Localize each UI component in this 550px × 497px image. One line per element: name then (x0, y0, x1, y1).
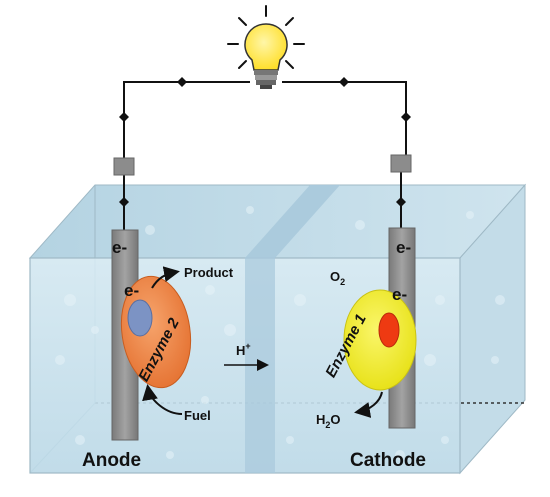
enzyme-1-body (343, 289, 417, 391)
fuel-arrow (142, 384, 183, 415)
membrane-top (245, 185, 340, 258)
diamond-marker-icon (119, 77, 411, 207)
fuel-label: Fuel (184, 408, 211, 423)
light-bulb-icon (227, 5, 305, 89)
anode-label: Anode (82, 450, 141, 471)
enzyme-2: Enzyme 2 (120, 275, 192, 389)
oxygen-label: O2 (330, 269, 345, 287)
enzyme-2-active-site (127, 299, 153, 337)
anode-top-electron: e- (112, 238, 127, 257)
product-arrow (151, 266, 180, 289)
cathode-top-electron: e- (396, 238, 411, 257)
terminal-blocks (113, 154, 412, 176)
proton-label: H+ (236, 341, 251, 358)
product-label: Product (184, 265, 234, 280)
anode-terminal (113, 157, 135, 176)
cathode-label: Cathode (350, 450, 426, 471)
anode-enzyme-electron: e- (124, 281, 139, 300)
water-bubbles (55, 206, 505, 460)
proton-transfer: H+ (224, 341, 269, 371)
circuit-wire (123, 81, 407, 160)
water-label: H2O (316, 412, 341, 430)
cathode-enzyme-electron: e- (392, 285, 407, 304)
oxygen-reduction-arrow (354, 391, 383, 418)
cathode-terminal (390, 154, 412, 173)
enzyme-1-active-site (378, 312, 400, 348)
